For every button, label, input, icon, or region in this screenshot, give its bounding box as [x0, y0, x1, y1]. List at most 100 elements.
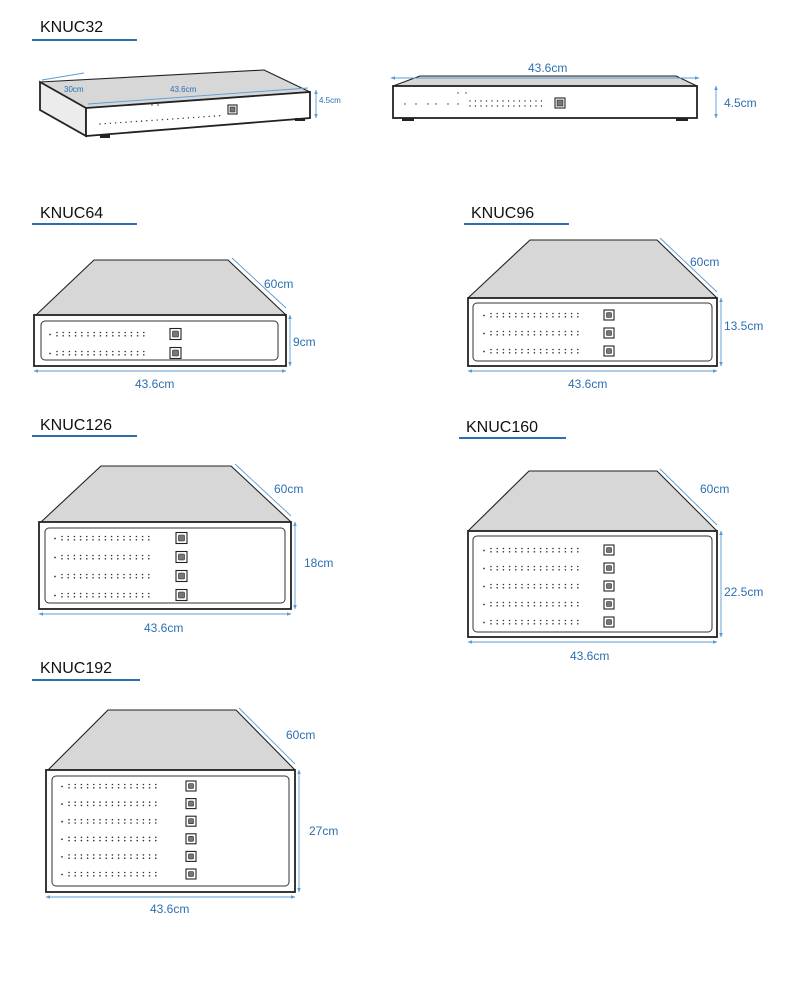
led-dot	[577, 316, 579, 318]
knuc192-port-rows	[61, 780, 197, 880]
led-dot	[74, 839, 76, 842]
port-row	[61, 780, 197, 792]
led-dot	[570, 583, 573, 586]
led-dot	[111, 822, 114, 824]
led-dot	[148, 875, 151, 877]
led-dot	[104, 539, 107, 541]
led-dot	[496, 352, 499, 354]
led-dot	[86, 804, 89, 807]
led-dot	[527, 619, 529, 622]
network-port-icon-inner	[188, 783, 194, 789]
led-dot	[515, 601, 517, 604]
led-dot	[490, 583, 492, 586]
led-dot	[74, 801, 76, 803]
led-dot	[546, 352, 548, 354]
network-port-icon-inner	[172, 349, 179, 357]
led-dot	[92, 554, 94, 557]
led-dot	[502, 312, 505, 315]
led-dot	[533, 587, 536, 589]
led-dot	[527, 565, 529, 568]
knuc32-title: KNUC32	[40, 19, 103, 36]
port-row	[54, 588, 188, 602]
led-dot	[117, 818, 120, 821]
led-dot	[148, 836, 151, 839]
led-dot	[148, 596, 150, 598]
led-dot	[533, 623, 536, 625]
led-dot	[465, 92, 467, 94]
knuc32-front-body	[392, 85, 698, 119]
led-dot	[502, 583, 505, 586]
led-dot	[130, 822, 132, 824]
led-dot	[148, 822, 151, 824]
knuc126-depth-label: 60cm	[274, 482, 303, 496]
led-dot	[67, 539, 69, 541]
led-dot	[198, 116, 200, 118]
led-dot	[92, 558, 94, 560]
knuc160-title: KNUC160	[466, 419, 538, 436]
led-dot	[104, 592, 107, 595]
led-dot	[570, 330, 573, 333]
led-dot	[117, 871, 120, 874]
led-dot	[496, 100, 499, 102]
led-dot	[117, 822, 120, 824]
led-dot	[93, 818, 95, 821]
led-dot	[93, 787, 95, 789]
led-dot	[546, 583, 548, 586]
knuc160-width-label: 43.6cm	[570, 649, 609, 663]
led-dot	[155, 871, 157, 874]
led-dot	[68, 804, 70, 807]
led-dot	[130, 787, 132, 789]
led-dot	[502, 330, 505, 333]
knuc96-front-panel	[472, 302, 713, 362]
led-dot	[552, 587, 554, 589]
led-dot	[56, 350, 58, 353]
led-dot	[490, 565, 492, 568]
led-dot	[558, 352, 560, 354]
led-dot	[552, 551, 554, 553]
led-dot	[155, 854, 157, 856]
led-dot	[68, 822, 70, 824]
led-dot	[80, 804, 83, 807]
led-dot	[136, 818, 138, 821]
led-dot	[546, 330, 548, 333]
led-dot	[93, 783, 95, 786]
led-dot	[490, 547, 492, 550]
led-dot	[496, 601, 499, 604]
led-dot	[570, 551, 573, 553]
led-dot	[73, 539, 76, 541]
led-dot	[558, 551, 560, 553]
led-dot	[110, 573, 113, 576]
led-dot	[98, 577, 100, 579]
led-dot	[87, 335, 89, 337]
led-dot	[527, 316, 529, 318]
led-dot	[558, 587, 560, 589]
led-dot	[61, 838, 63, 841]
led-dot	[508, 334, 511, 336]
led-dot	[73, 577, 76, 579]
led-dot	[577, 587, 579, 589]
led-dot	[129, 535, 131, 538]
led-dot	[92, 535, 94, 538]
led-dot	[110, 554, 113, 557]
led-dot	[124, 836, 126, 839]
knuc64-front-panel	[40, 320, 279, 361]
led-dot	[521, 352, 523, 354]
led-dot	[79, 554, 82, 557]
led-dot	[111, 871, 114, 874]
led-dot	[117, 554, 119, 557]
port-row	[483, 616, 615, 628]
led-dot	[148, 857, 151, 859]
led-dot	[521, 565, 523, 568]
led-dot	[142, 783, 145, 786]
led-dot	[483, 350, 485, 353]
led-dot	[93, 801, 95, 803]
led-dot	[515, 605, 517, 607]
led-dot	[558, 312, 560, 315]
led-dot	[483, 549, 485, 552]
led-dot	[539, 316, 542, 318]
led-dot	[490, 316, 492, 318]
led-dot	[515, 316, 517, 318]
led-dot	[86, 577, 88, 579]
led-dot	[552, 619, 554, 622]
led-dot	[502, 565, 505, 568]
